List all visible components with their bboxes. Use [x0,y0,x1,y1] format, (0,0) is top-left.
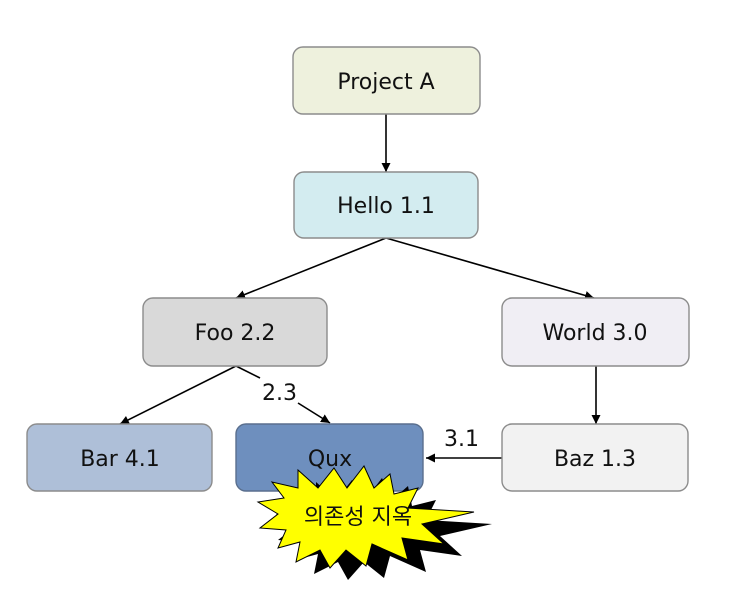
callout-label: 의존성 지옥 [304,505,412,530]
node-foo-label: Foo 2.2 [195,321,276,346]
edge-hello-world [385,237,595,300]
edges [119,114,601,463]
node-bar[interactable]: Bar 4.1 [26,423,213,492]
node-bar-box [26,423,213,492]
edge-hello-foo [235,237,387,299]
edge-label-foo-qux: 2.3 [262,381,297,406]
node-project-a-box [292,46,481,115]
node-qux-label: Qux [308,447,352,472]
node-world-box [501,297,690,367]
edge-foo-qux-b [297,402,331,424]
callout-burst: 의존성 지옥 [256,465,492,580]
node-project-a-label: Project A [337,70,434,95]
node-hello-label: Hello 1.1 [337,194,435,219]
node-baz-label: Baz 1.3 [554,447,636,472]
node-world-label: World 3.0 [542,321,647,346]
callout-burst-shape [256,465,475,569]
node-project-a[interactable]: Project A [292,46,481,115]
node-world[interactable]: World 3.0 [501,297,690,367]
node-baz-box [501,423,689,492]
node-hello-box [293,171,479,239]
edge-label-baz-qux: 3.1 [444,427,479,452]
node-hello[interactable]: Hello 1.1 [293,171,479,239]
node-baz[interactable]: Baz 1.3 [501,423,689,492]
node-foo-box [142,297,328,367]
edge-foo-qux-a [235,365,261,379]
node-qux[interactable]: Qux [235,423,424,492]
edge-foo-bar [119,365,237,425]
node-foo[interactable]: Foo 2.2 [142,297,328,367]
node-bar-label: Bar 4.1 [80,447,160,472]
